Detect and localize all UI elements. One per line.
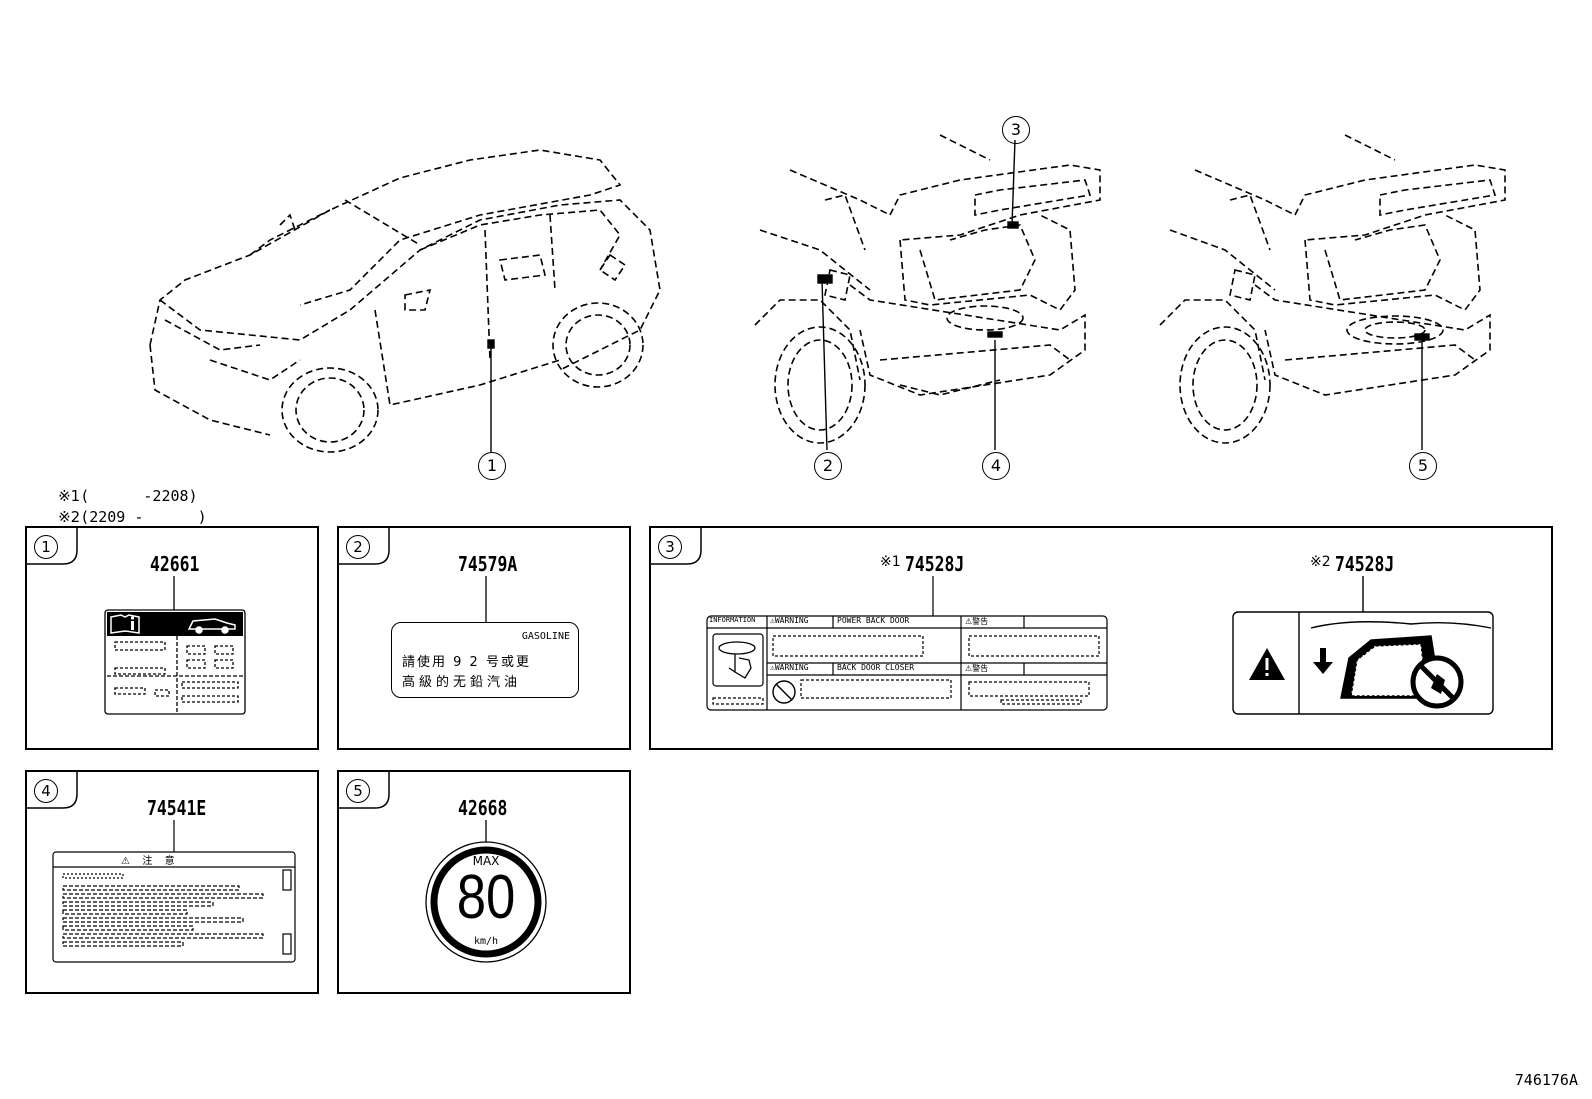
warning-1-word: WARNING — [774, 616, 809, 625]
speed-max: MAX — [472, 854, 500, 868]
warning-cn-1-word: 警告 — [972, 617, 989, 626]
panel-1-index: 1 — [34, 535, 58, 559]
panel-4: 4 74541E ⚠ 注 意 — [25, 770, 319, 994]
note-2-range: (2209 - ) — [80, 508, 207, 526]
variant-2-note: ※2 — [1310, 554, 1331, 570]
prohibition-icon — [1410, 655, 1464, 709]
panel-3: 3 ※1 74528J INFORMATION ⚠WARNING POWER B… — [649, 526, 1553, 750]
variant-2-label-drawing — [1232, 576, 1494, 715]
fuel-label-line-2: 高級的无鉛汽油 — [402, 675, 522, 690]
variant-2-part-number: 74528J — [1335, 552, 1395, 576]
panel-5-index-tab — [337, 770, 390, 809]
speed-unit: km/h — [473, 936, 499, 947]
callout-4: 4 — [982, 452, 1010, 480]
panel-1-part-number: 42661 — [150, 552, 200, 576]
panel-3-index-tab — [649, 526, 702, 565]
diagram-id: 746176A — [1514, 1071, 1578, 1089]
panel-5-part-number: 42668 — [458, 796, 508, 820]
panel-2-index: 2 — [346, 535, 370, 559]
warning-1-header: ⚠WARNING — [770, 616, 809, 625]
panel-2-leader — [485, 576, 487, 622]
panel-2-part-number: 74579A — [458, 552, 518, 576]
leader-lines — [487, 139, 1430, 452]
book-info-icon — [110, 614, 140, 634]
panel-3-index: 3 — [658, 535, 682, 559]
panel-1-label-drawing — [104, 576, 246, 715]
info-header: INFORMATION — [709, 616, 756, 624]
caution-label-drawing — [52, 820, 296, 963]
warning-cn-2-word: 警告 — [972, 664, 989, 673]
warning-triangle-icon — [1249, 648, 1285, 680]
note-2-mark: ※2 — [58, 508, 81, 526]
warning-cn-2: ⚠警告 — [965, 664, 989, 673]
panel-5: 5 42668 MAX 80 km/h — [337, 770, 631, 994]
vehicle-front-view — [149, 134, 1506, 453]
variant-1-label-drawing — [706, 576, 1108, 711]
variant-1-part-number: 74528J — [905, 552, 965, 576]
fuel-label-title: GASOLINE — [521, 631, 570, 642]
warning-2-header: ⚠WARNING — [770, 663, 809, 672]
car-icon — [187, 618, 236, 634]
warning-2-word: WARNING — [774, 663, 809, 672]
note-1-mark: ※1 — [58, 487, 81, 505]
panel-1-index-tab — [25, 526, 78, 565]
speed-label-drawing — [425, 820, 547, 963]
panel-1: 1 42661 — [25, 526, 319, 750]
panel-4-part-number: 74541E — [147, 796, 207, 820]
hand-touch-icon — [718, 641, 756, 679]
fuel-label-line-1: 請使用 9 2 号或更 — [402, 655, 531, 670]
note-2: ※2(2209 - ) — [40, 490, 207, 526]
panel-4-index: 4 — [34, 779, 58, 803]
panel-5-index: 5 — [346, 779, 370, 803]
panel-2-index-tab — [337, 526, 390, 565]
callout-1: 1 — [478, 452, 506, 480]
down-arrow-icon — [1313, 648, 1333, 674]
warning-2-text: BACK DOOR CLOSER — [837, 663, 915, 672]
callout-3: 3 — [1002, 116, 1030, 144]
fuel-label: GASOLINE 請使用 9 2 号或更 高級的无鉛汽油 — [391, 622, 579, 698]
caution-header: ⚠ 注 意 — [121, 856, 177, 867]
speed-value: 80 — [456, 863, 516, 932]
panel-4-index-tab — [25, 770, 78, 809]
note-1-range: ( -2208) — [80, 487, 198, 505]
callout-5: 5 — [1409, 452, 1437, 480]
no-touch-icon — [772, 680, 796, 704]
callout-2: 2 — [814, 452, 842, 480]
warning-1-text: POWER BACK DOOR — [837, 616, 910, 625]
warning-cn-1: ⚠警告 — [965, 617, 989, 626]
note-1: ※1( -2208) — [40, 469, 198, 505]
panel-2: 2 74579A GASOLINE 請使用 9 2 号或更 高級的无鉛汽油 — [337, 526, 631, 750]
variant-1-note: ※1 — [880, 554, 901, 570]
